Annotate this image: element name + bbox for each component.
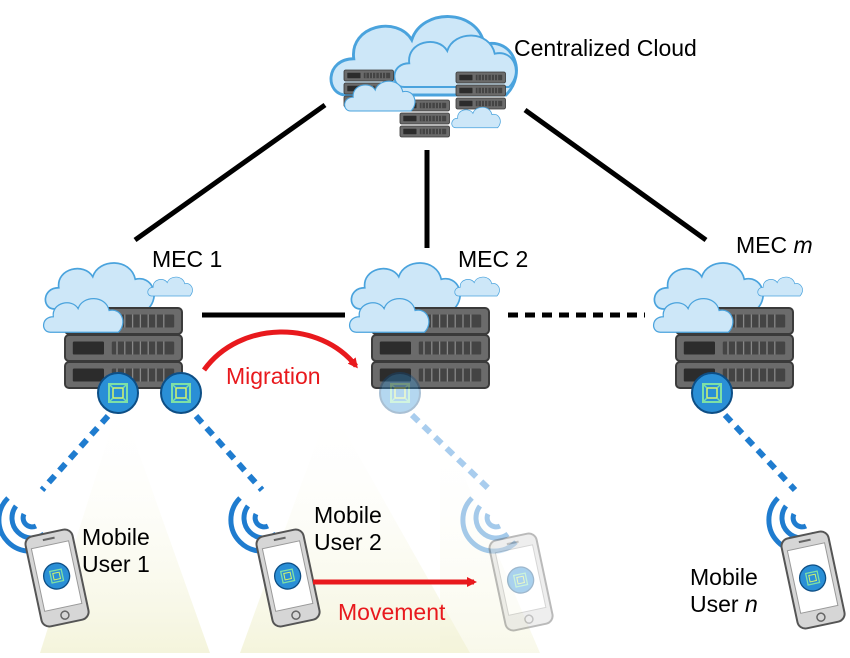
mobile-user-2-label: Mobile User 2 xyxy=(314,502,382,555)
mec-1-label: MEC 1 xyxy=(152,246,223,272)
smartphone-icon xyxy=(779,529,848,631)
mec-m-node xyxy=(652,262,803,414)
migration-label: Migration xyxy=(226,363,321,389)
mec-2-node xyxy=(348,262,500,414)
mobile-user-1-label: Mobile User 1 xyxy=(82,524,150,577)
movement-label: Movement xyxy=(338,599,446,625)
wireless-link-user1 xyxy=(39,414,111,492)
wireless-link-faded xyxy=(409,412,493,493)
vm-container-icon xyxy=(97,372,139,414)
link-cloud-mec1 xyxy=(133,102,327,243)
cloud-icon xyxy=(653,262,803,310)
vm-container-icon xyxy=(379,372,421,414)
vm-container-icon xyxy=(160,372,202,414)
vm-container-icon xyxy=(691,372,733,414)
wireless-link-user2 xyxy=(193,414,265,492)
wireless-link-usern xyxy=(722,412,798,493)
centralized-cloud-label: Centralized Cloud xyxy=(514,35,697,61)
link-cloud-mecm xyxy=(523,107,708,243)
mobile-user-n-label: Mobile User n xyxy=(690,564,758,617)
mec-2-label: MEC 2 xyxy=(458,246,529,272)
migration-arrow xyxy=(201,329,358,372)
mec-1-node xyxy=(42,262,202,414)
centralized-cloud xyxy=(329,15,518,138)
mec-m-label: MEC m xyxy=(736,232,813,258)
